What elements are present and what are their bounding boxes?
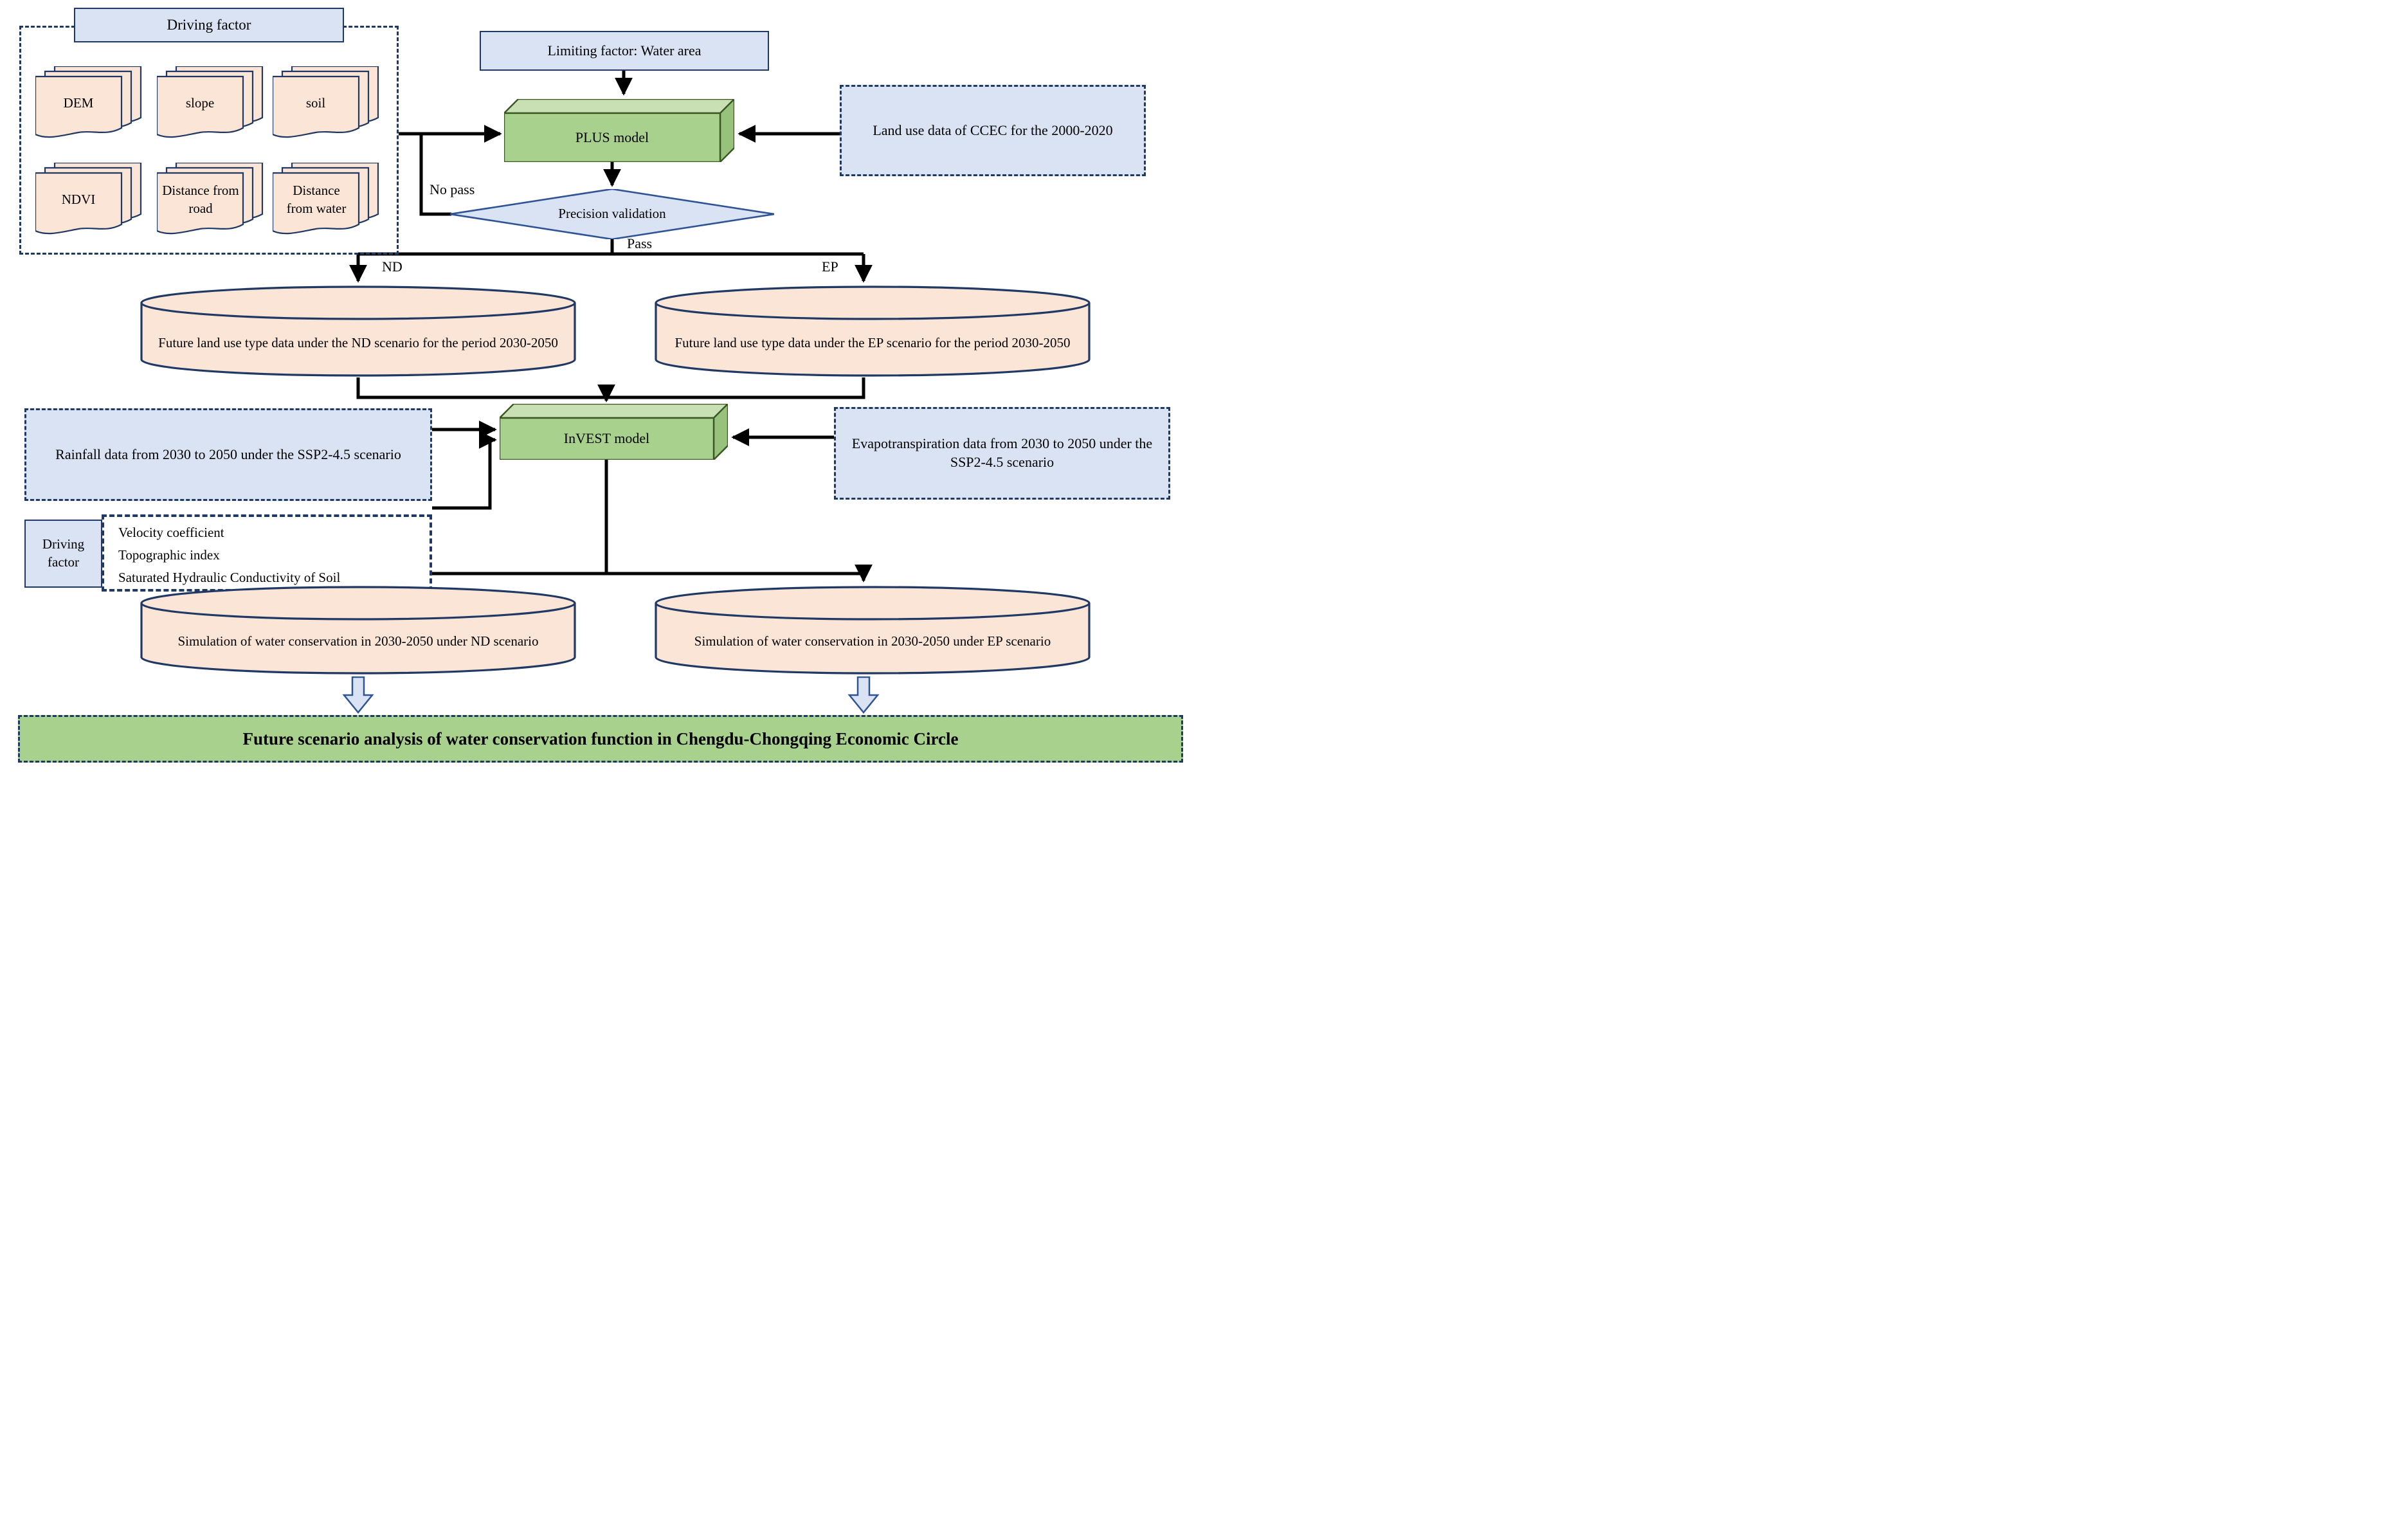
document-stack-icon bbox=[157, 66, 264, 138]
future-landuse-nd-cylinder: Future land use type data under the ND s… bbox=[139, 285, 577, 377]
doc-stack-slope: slope bbox=[157, 66, 264, 138]
evapotranspiration-input-box: Evapotranspiration data from 2030 to 205… bbox=[834, 407, 1170, 500]
edge-params-to-invest bbox=[432, 431, 497, 510]
conclusion-text: Future scenario analysis of water conser… bbox=[242, 729, 959, 748]
model-3d-box-icon bbox=[504, 99, 734, 162]
future-landuse-nd-text: Future land use type data under the ND s… bbox=[158, 335, 558, 351]
plus-model-text: PLUS model bbox=[575, 129, 649, 145]
doc-label: Distance from water bbox=[286, 183, 347, 216]
precision-validation-diamond: Precision validation bbox=[450, 189, 774, 239]
precision-validation-text: Precision validation bbox=[558, 206, 666, 222]
document-stack-icon bbox=[35, 163, 142, 235]
doc-label: Distance from road bbox=[162, 183, 239, 216]
evapotranspiration-input-text: Evapotranspiration data from 2030 to 205… bbox=[851, 435, 1153, 470]
cylinder-icon bbox=[655, 285, 1091, 377]
doc-label: soil bbox=[305, 95, 326, 111]
invest-model-text: InVEST model bbox=[563, 430, 650, 447]
invest-driving-factor-item: Saturated Hydraulic Conductivity of Soil bbox=[118, 570, 341, 586]
doc-stack-distance-water: Distance from water bbox=[273, 163, 379, 235]
model-3d-box-icon bbox=[500, 404, 728, 460]
cylinder-icon bbox=[655, 586, 1091, 675]
down-block-arrow-icon bbox=[342, 676, 374, 714]
ep-branch-label: EP bbox=[822, 258, 838, 275]
cylinder-icon bbox=[140, 586, 576, 675]
cylinder-icon bbox=[140, 285, 576, 377]
driving-factor-group-title-text: Driving factor bbox=[167, 17, 251, 33]
nd-result-arrow bbox=[340, 676, 376, 714]
rainfall-input-box: Rainfall data from 2030 to 2050 under th… bbox=[24, 408, 432, 501]
edge-nd-to-merge bbox=[356, 377, 605, 399]
edge-no-pass-feedback bbox=[419, 134, 451, 216]
driving-factor-group-title: Driving factor bbox=[74, 8, 344, 42]
nd-branch-label: ND bbox=[382, 258, 403, 275]
simulation-nd-cylinder: Simulation of water conservation in 2030… bbox=[139, 585, 577, 675]
rainfall-input-text: Rainfall data from 2030 to 2050 under th… bbox=[55, 446, 401, 462]
ep-result-arrow bbox=[846, 676, 882, 714]
invest-driving-factors-title: Driving factor bbox=[24, 520, 102, 588]
simulation-ep-text: Simulation of water conservation in 2030… bbox=[694, 633, 1051, 649]
doc-stack-soil: soil bbox=[273, 66, 379, 138]
doc-label: DEM bbox=[63, 95, 94, 111]
future-landuse-ep-text: Future land use type data under the EP s… bbox=[674, 335, 1071, 351]
doc-label: NDVI bbox=[61, 192, 96, 208]
invest-model-box: InVEST model bbox=[500, 404, 728, 460]
doc-stack-dem: DEM bbox=[35, 66, 142, 138]
doc-label: slope bbox=[185, 95, 215, 111]
invest-driving-factors-box: Velocity coefficient Topographic index S… bbox=[102, 514, 432, 592]
connector-lines bbox=[349, 71, 873, 583]
document-stack-icon bbox=[35, 66, 142, 138]
land-use-input-box: Land use data of CCEC for the 2000-2020 bbox=[840, 85, 1146, 176]
document-stack-icon bbox=[273, 66, 379, 138]
document-stack-icon bbox=[273, 163, 379, 235]
diamond-icon bbox=[450, 189, 774, 239]
limiting-factor-box: Limiting factor: Water area bbox=[480, 31, 769, 71]
down-block-arrow-icon bbox=[847, 676, 880, 714]
land-use-input-text: Land use data of CCEC for the 2000-2020 bbox=[873, 122, 1113, 138]
invest-driving-factors-title-text: Driving factor bbox=[42, 536, 85, 570]
no-pass-label: No pass bbox=[430, 181, 475, 197]
future-landuse-ep-cylinder: Future land use type data under the EP s… bbox=[653, 285, 1092, 377]
simulation-ep-cylinder: Simulation of water conservation in 2030… bbox=[653, 585, 1092, 675]
conclusion-banner: Future scenario analysis of water conser… bbox=[18, 715, 1183, 763]
doc-stack-distance-road: Distance from road bbox=[157, 163, 264, 235]
doc-stack-ndvi: NDVI bbox=[35, 163, 142, 235]
document-stack-icon bbox=[157, 163, 264, 235]
invest-driving-factor-item: Velocity coefficient bbox=[118, 525, 224, 540]
invest-driving-factor-item: Topographic index bbox=[118, 547, 220, 563]
pass-label: Pass bbox=[627, 235, 653, 251]
simulation-nd-text: Simulation of water conservation in 2030… bbox=[177, 633, 539, 649]
flowchart-canvas: Driving factor DEM slope bbox=[0, 0, 1200, 770]
edge-ep-to-merge bbox=[608, 377, 865, 399]
plus-model-box: PLUS model bbox=[504, 99, 734, 162]
limiting-factor-text: Limiting factor: Water area bbox=[547, 42, 702, 59]
